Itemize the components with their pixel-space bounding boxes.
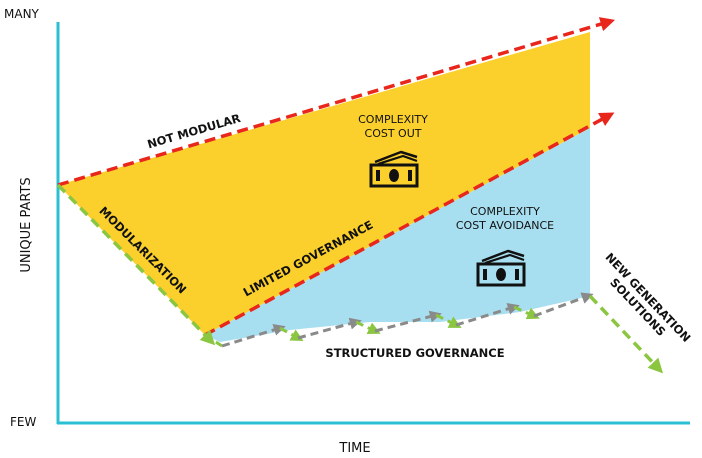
limited-governance-line [204,112,615,337]
y-axis-bottom-label: FEW [10,415,36,429]
x-axis-title: TIME [338,441,370,456]
cash-icon [476,249,526,287]
cost-out-label-line1: COMPLEXITY [358,113,428,126]
new-generation-line [588,294,664,374]
structured-governance-path [204,292,594,348]
modularization-line [56,183,216,346]
cost-avoidance-label-line2: COST AVOIDANCE [456,219,554,232]
cost-avoidance-region [205,128,590,342]
y-axis-top-label: MANY [4,7,40,21]
cash-icon [369,150,419,188]
structured-governance-label: STRUCTURED GOVERNANCE [325,346,504,360]
not-modular-line [57,17,616,187]
new-generation-label-line1: NEW GENERATION [603,250,694,345]
y-axis-title: UNIQUE PARTS [19,177,34,272]
cost-out-label-line2: COST OUT [365,127,422,140]
cost-avoidance-label-line1: COMPLEXITY [470,205,540,218]
cost-out-region [58,32,590,335]
new-generation-label: NEW GENERATION SOLUTIONS [603,250,694,345]
